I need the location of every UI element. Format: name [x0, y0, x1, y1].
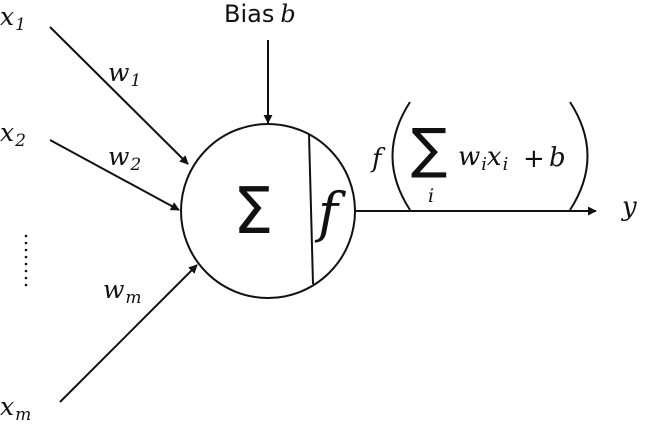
- input-arrow-2: [49, 139, 180, 211]
- input-arrow-1: [49, 26, 189, 165]
- formula-bias: b: [549, 143, 566, 173]
- neuron-activation-symbol: f: [318, 181, 338, 244]
- formula-term: wixi: [458, 142, 509, 176]
- output-label: y: [622, 192, 637, 222]
- input-arrow-m: [59, 264, 198, 403]
- formula-right-paren: [569, 101, 589, 211]
- input-label-m: xm: [0, 392, 32, 426]
- input-label-2: x2: [0, 118, 26, 152]
- input-label-1: x1: [0, 2, 26, 36]
- formula-sum-symbol: ∑: [411, 117, 448, 180]
- formula-left-paren: [391, 101, 411, 211]
- weight-label-m: wm: [103, 275, 142, 309]
- bias-label: Bias b: [224, 0, 296, 28]
- formula-sum-index: i: [428, 185, 435, 207]
- formula-function: f: [372, 144, 382, 174]
- formula-plus: +: [523, 144, 545, 174]
- ellipsis-dots: [24, 234, 28, 287]
- neuron-sum-symbol: Σ: [233, 175, 274, 249]
- neuron-divider: [308, 133, 314, 285]
- weight-label-1: w1: [108, 58, 142, 92]
- weight-label-2: w2: [108, 142, 142, 176]
